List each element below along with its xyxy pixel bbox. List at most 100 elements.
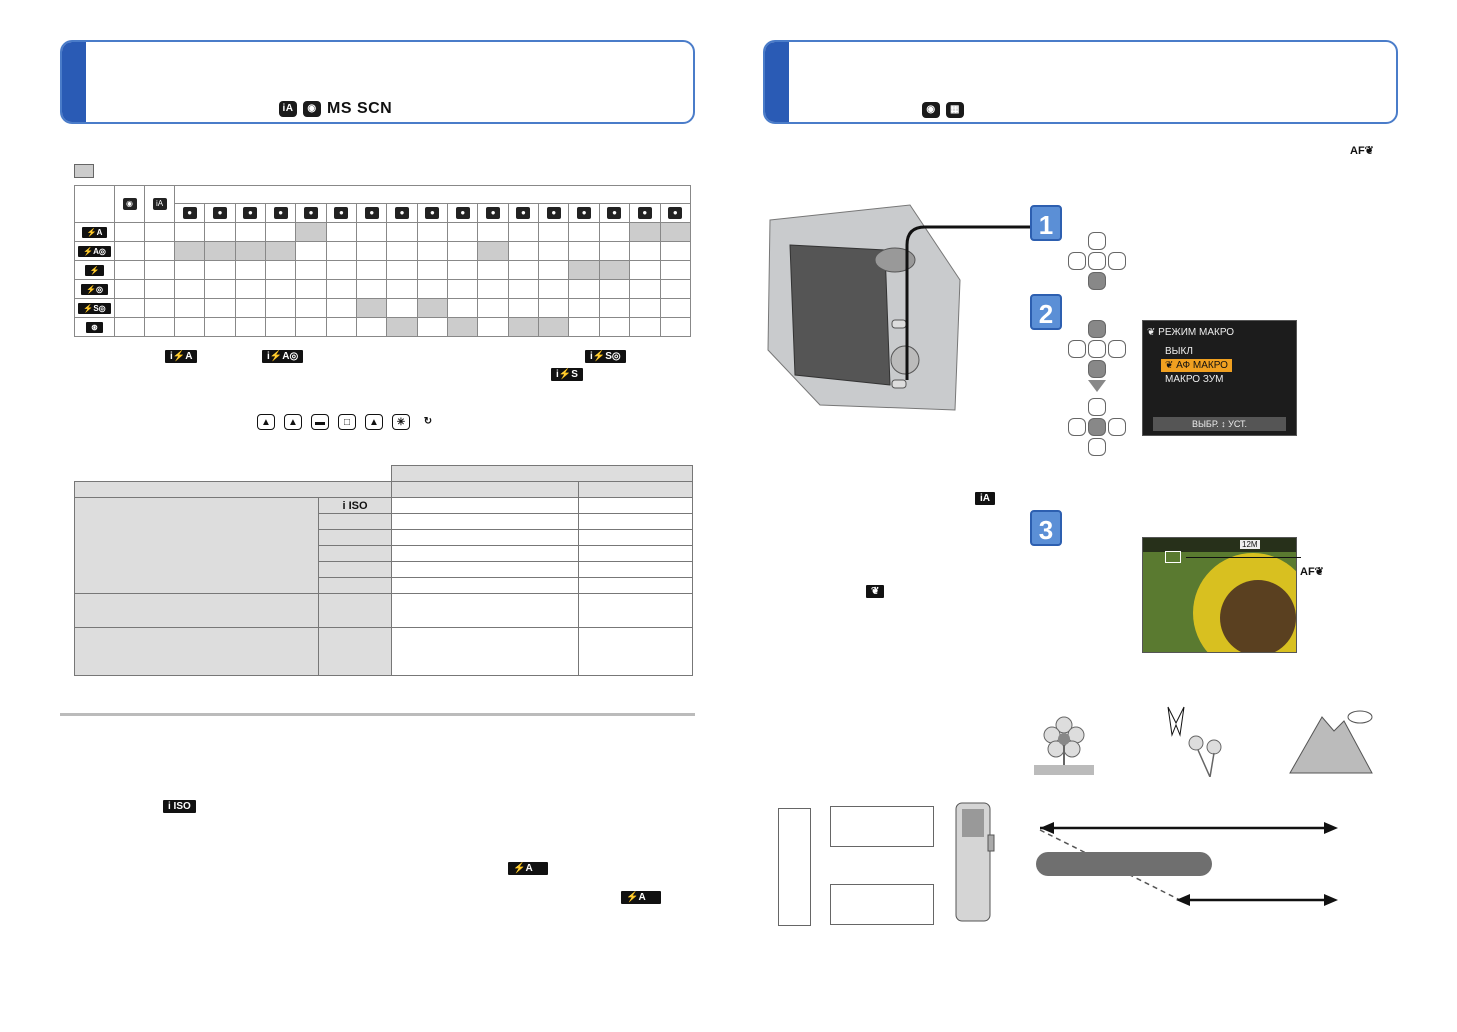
compat-cell <box>173 279 206 299</box>
up-key[interactable] <box>1088 398 1106 416</box>
camera-mode-icon: ◉ <box>922 102 940 118</box>
compat-cell <box>386 222 418 242</box>
flash-range-table: i ISO <box>74 465 693 676</box>
compat-cell <box>325 241 358 261</box>
macro-zoom-pill <box>1036 852 1212 876</box>
compat-cell <box>204 222 236 242</box>
menu-item-macro-zoom[interactable]: МАКРО ЗУМ <box>1165 374 1224 385</box>
sunset-icon: ▬ <box>311 414 329 430</box>
scene-mode-icon: ● <box>325 203 358 223</box>
range-header <box>391 465 693 482</box>
compat-cell <box>447 241 479 261</box>
left-key[interactable] <box>1068 418 1086 436</box>
down-key[interactable] <box>1088 360 1106 378</box>
compat-cell <box>447 279 479 299</box>
center-key[interactable] <box>1088 252 1106 270</box>
right-key[interactable] <box>1108 252 1126 270</box>
up-key[interactable] <box>1088 320 1106 338</box>
compat-cell <box>204 260 236 280</box>
compat-cell <box>659 222 691 242</box>
compat-cell <box>447 298 479 318</box>
flash-setting-label: ⚡◎ <box>81 283 108 295</box>
compat-cell <box>234 317 267 337</box>
mountain-illustration <box>1289 710 1373 774</box>
compat-cell <box>538 298 570 318</box>
compat-cell <box>568 317 600 337</box>
compat-cell <box>507 279 540 299</box>
compat-cell <box>507 298 540 318</box>
compat-cell <box>629 222 661 242</box>
compat-cell <box>447 260 479 280</box>
flash-setting-label: ⚡S◎ <box>78 302 111 314</box>
menu-item-af-macro[interactable]: ❦ АФ МАКРО <box>1161 359 1232 372</box>
scene-mode-icon: ● <box>173 203 206 223</box>
down-key[interactable] <box>1088 438 1106 456</box>
compat-cell <box>659 317 691 337</box>
macro-icon: ❦ <box>866 585 885 598</box>
scene-mode-icon: ● <box>234 203 267 223</box>
iso-row-group <box>74 497 319 594</box>
center-key[interactable] <box>1088 418 1106 436</box>
compat-cell <box>629 298 661 318</box>
up-key[interactable] <box>1088 232 1106 250</box>
compat-cell <box>173 298 206 318</box>
compat-cell <box>295 317 327 337</box>
compat-cell <box>356 298 388 318</box>
flower-illustration <box>1034 716 1094 775</box>
flash-row: ⚡ <box>74 260 691 280</box>
compat-cell <box>295 260 327 280</box>
compat-cell <box>325 222 358 242</box>
compat-cell <box>265 279 297 299</box>
col-header <box>391 481 579 498</box>
scene-mode-icon: ● <box>568 203 600 223</box>
camera-icon: ◉ <box>114 185 145 223</box>
flash-auto-icon: ⚡A <box>508 862 548 875</box>
scene-mode-icon: ● <box>265 203 297 223</box>
compat-cell <box>114 260 145 280</box>
left-key[interactable] <box>1068 252 1086 270</box>
flash-row: ⚡A◎ <box>74 241 691 261</box>
callout-line <box>1186 557 1301 558</box>
center-key[interactable] <box>1088 340 1106 358</box>
range-label-box <box>778 808 811 926</box>
compat-cell <box>234 298 267 318</box>
compat-cell <box>629 241 661 261</box>
compat-cell <box>507 222 540 242</box>
down-key[interactable] <box>1088 272 1106 290</box>
flash-setting-icon: ⚡◎ <box>74 279 115 299</box>
tele-range-box <box>830 884 934 925</box>
macro-mode-menu: ❦ РЕЖИМ МАКРО ВЫКЛ ❦ АФ МАКРО МАКРО ЗУМ … <box>1142 320 1297 436</box>
compat-cell <box>507 317 540 337</box>
right-key[interactable] <box>1108 418 1126 436</box>
fireworks-icon: ✳ <box>392 414 410 430</box>
menu-item-off[interactable]: ВЫКЛ <box>1165 346 1193 357</box>
compat-cell <box>265 222 297 242</box>
compat-cell <box>538 317 570 337</box>
compat-cell <box>477 222 509 242</box>
night-scenery-icon: ▲ <box>284 414 302 430</box>
menu-title: ❦ РЕЖИМ МАКРО <box>1147 327 1235 338</box>
compat-cell <box>507 241 540 261</box>
af-macro-label: AF❦ <box>1300 566 1324 578</box>
compat-cell <box>265 260 297 280</box>
flash-setting-icon: ⚡A <box>74 222 115 242</box>
compat-cell <box>659 260 691 280</box>
compat-cell <box>204 317 236 337</box>
compat-cell <box>234 222 267 242</box>
compat-cell <box>173 241 206 261</box>
right-key[interactable] <box>1108 340 1126 358</box>
left-key[interactable] <box>1068 340 1086 358</box>
compat-cell <box>144 317 175 337</box>
compat-cell <box>325 317 358 337</box>
col-header <box>578 481 693 498</box>
flash-setting-label: ⊛ <box>86 321 103 333</box>
compat-cell <box>295 222 327 242</box>
af-macro-indicator <box>1165 551 1181 563</box>
compat-cell <box>114 279 145 299</box>
flash-setting-label: ⚡A <box>81 226 108 238</box>
ia-slow-sync-icon: i⚡S◎ <box>585 350 626 363</box>
hi-speed-burst-icon: □ <box>338 414 356 430</box>
compat-cell <box>114 241 145 261</box>
wide-range-box <box>830 806 934 847</box>
resolution-badge: 12M <box>1240 540 1260 549</box>
